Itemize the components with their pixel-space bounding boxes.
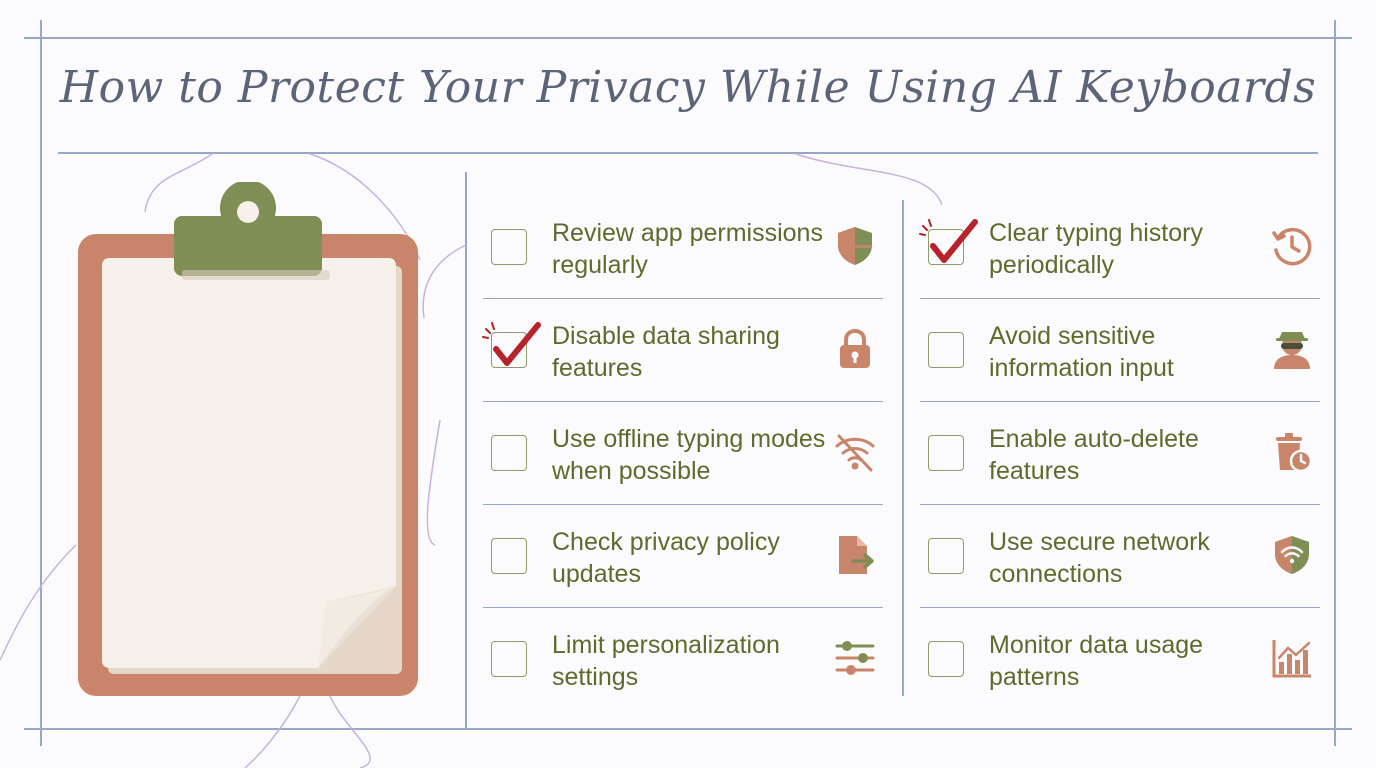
checklist-right-column: Clear typing history periodically Avoid …: [919, 196, 1320, 711]
checklist-item-label: Avoid sensitive information input: [989, 322, 1174, 382]
checklist-item-label: Use offline typing modes when possible: [552, 425, 826, 485]
shield-icon: [833, 224, 877, 268]
clipboard-illustration: [78, 182, 418, 696]
wifi-shield-icon: [1270, 533, 1314, 577]
lock-icon: [833, 327, 877, 371]
frame-bottom-line: [24, 728, 1352, 730]
trash-timer-icon: [1270, 430, 1314, 474]
checklist-left-column: Review app permissions regularly Disable…: [482, 196, 883, 711]
checklist-item: Avoid sensitive information input: [920, 299, 1320, 402]
checklist-item-label: Review app permissions regularly: [552, 219, 823, 279]
checkbox-checked[interactable]: [919, 219, 978, 265]
checklist-item-label: Limit personalization settings: [552, 631, 780, 691]
red-checkmark-icon: [919, 219, 978, 263]
checkbox[interactable]: [928, 435, 964, 471]
checkbox[interactable]: [928, 332, 964, 368]
checkbox[interactable]: [491, 229, 527, 265]
bar-chart-icon: [1270, 636, 1314, 680]
checklist-item-label: Monitor data usage patterns: [989, 631, 1204, 691]
frame-right-line: [1334, 20, 1336, 746]
checklist-item-label: Enable auto-delete features: [989, 425, 1199, 485]
checklist-item: Review app permissions regularly: [483, 196, 883, 299]
checklist-item: Use secure network connections: [920, 505, 1320, 608]
sliders-icon: [833, 636, 877, 680]
checklist-item: Disable data sharing features: [482, 299, 883, 402]
checklist-item: Use offline typing modes when possible: [483, 402, 883, 505]
checklist-item: Enable auto-delete features: [920, 402, 1320, 505]
checklist-item-label: Disable data sharing features: [552, 322, 780, 382]
page-title: How to Protect Your Privacy While Using …: [59, 62, 1317, 113]
checklist-item-label: Use secure network connections: [989, 528, 1210, 588]
wifi-off-icon: [833, 430, 877, 474]
checkbox[interactable]: [928, 641, 964, 677]
column-divider-left: [465, 172, 467, 728]
document-export-icon: [833, 533, 877, 577]
checklist-item-label: Clear typing history periodically: [989, 219, 1203, 279]
checklist-item-label: Check privacy policy updates: [552, 528, 780, 588]
checkbox[interactable]: [491, 435, 527, 471]
checkbox-checked[interactable]: [482, 322, 541, 368]
checklist-item: Monitor data usage patterns: [920, 608, 1320, 711]
checklist-item: Check privacy policy updates: [483, 505, 883, 608]
red-checkmark-icon: [482, 322, 541, 366]
checkbox[interactable]: [491, 641, 527, 677]
checkbox[interactable]: [491, 538, 527, 574]
frame-left-line: [40, 20, 42, 746]
column-divider-middle: [902, 200, 904, 696]
frame-top-line: [24, 37, 1352, 39]
incognito-user-icon: [1270, 327, 1314, 371]
checkbox[interactable]: [928, 538, 964, 574]
checklist-item: Clear typing history periodically: [919, 196, 1320, 299]
history-clock-icon: [1270, 224, 1314, 268]
checklist-item: Limit personalization settings: [483, 608, 883, 711]
title-underline: [58, 152, 1318, 154]
